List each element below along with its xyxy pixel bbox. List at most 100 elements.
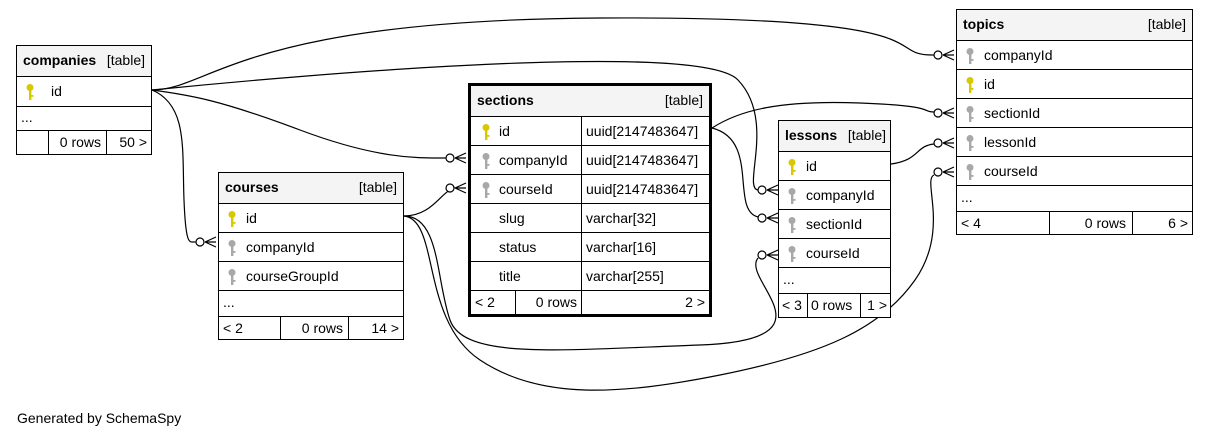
- column-row[interactable]: courseId: [957, 156, 1192, 185]
- column-row[interactable]: companyId: [779, 180, 890, 209]
- prev-link[interactable]: < 4: [961, 215, 981, 231]
- column-row[interactable]: courseId uuid[2147483647]: [471, 174, 709, 203]
- foreign-key-icon: [228, 269, 236, 285]
- column-row[interactable]: title varchar[255]: [471, 261, 709, 290]
- prev-link[interactable]: < 2: [475, 294, 495, 310]
- foreign-key-icon: [788, 246, 796, 262]
- column-name: id: [499, 123, 510, 139]
- column-type: varchar[255]: [586, 268, 664, 284]
- edge-courses-sections-crowfoot-marker: [454, 182, 467, 194]
- ellipsis: ...: [961, 189, 973, 205]
- table-courses[interactable]: courses [table] id companyId courseGroup…: [218, 172, 404, 340]
- foreign-key-icon: [966, 106, 974, 122]
- edge-companies-courses-zero-marker: [195, 237, 205, 247]
- column-name: companyId: [246, 239, 315, 255]
- table-header: sections [table]: [471, 86, 709, 116]
- edge-courses-lessons: [403, 215, 777, 351]
- row-count: 0 rows: [1084, 215, 1126, 231]
- edge-companies-sections-zero-marker: [445, 153, 455, 163]
- column-row[interactable]: companyId: [957, 40, 1192, 69]
- table-name: sections: [477, 92, 534, 108]
- row-count: 0 rows: [811, 297, 853, 313]
- column-name: lessonId: [984, 134, 1037, 150]
- prev-link[interactable]: < 2: [223, 320, 243, 336]
- primary-key-icon: [26, 84, 34, 100]
- column-row[interactable]: id: [779, 151, 890, 180]
- column-row[interactable]: sectionId: [779, 209, 890, 238]
- column-name: sectionId: [806, 216, 863, 232]
- column-row[interactable]: id: [219, 203, 403, 232]
- edge-lessons-topics: [890, 143, 935, 165]
- edge-sections-lessons-zero-marker: [757, 213, 767, 223]
- edge-companies-topics: [151, 17, 935, 91]
- table-companies[interactable]: companies [table] id ... 0 rows 50 >: [16, 45, 152, 155]
- foreign-key-icon: [966, 164, 974, 180]
- table-name: courses: [225, 179, 279, 195]
- pagination-row: < 2 0 rows 2 >: [471, 290, 709, 314]
- foreign-key-icon: [482, 153, 490, 169]
- pagination-row: < 2 0 rows 14 >: [219, 316, 403, 340]
- pagination-row: < 3 0 rows 1 >: [779, 293, 890, 317]
- foreign-key-icon: [788, 188, 796, 204]
- column-name: id: [246, 210, 257, 226]
- column-name: courseId: [806, 245, 860, 261]
- edge-companies-courses-crowfoot-marker: [204, 236, 217, 248]
- edge-lessons-topics-zero-marker: [933, 138, 943, 148]
- column-row[interactable]: id: [17, 76, 151, 106]
- table-header: topics [table]: [957, 10, 1192, 40]
- edge-sections-lessons-crowfoot-marker: [766, 212, 779, 224]
- next-link[interactable]: 14 >: [371, 320, 399, 336]
- column-type: uuid[2147483647]: [586, 181, 699, 197]
- edge-companies-courses: [151, 89, 197, 243]
- next-link[interactable]: 6 >: [1168, 215, 1188, 231]
- column-row[interactable]: courseGroupId: [219, 261, 403, 290]
- generated-by-footer: Generated by SchemaSpy: [17, 410, 182, 426]
- prev-link[interactable]: < 3: [782, 297, 802, 313]
- column-row[interactable]: status varchar[16]: [471, 232, 709, 261]
- ellipsis: ...: [783, 271, 795, 287]
- edge-courses-lessons-crowfoot-marker: [766, 249, 779, 261]
- ellipsis: ...: [223, 294, 235, 310]
- edge-courses-lessons-zero-marker: [757, 250, 767, 260]
- edge-courses-sections-zero-marker: [445, 183, 455, 193]
- table-lessons[interactable]: lessons [table] id companyId sectionId c…: [778, 120, 891, 318]
- table-name: lessons: [785, 127, 838, 143]
- next-link[interactable]: 2 >: [685, 294, 705, 310]
- table-sections[interactable]: sections [table] id uuid[2147483647] com…: [468, 83, 712, 317]
- foreign-key-icon: [228, 240, 236, 256]
- column-name: id: [984, 76, 995, 92]
- edge-courses-sections: [403, 186, 455, 217]
- edge-sections-topics-zero-marker: [933, 108, 943, 118]
- column-name: courseId: [499, 181, 553, 197]
- column-type: varchar[16]: [586, 239, 657, 255]
- table-name: topics: [963, 16, 1005, 32]
- column-type: varchar[32]: [586, 210, 657, 226]
- edge-courses-topics-zero-marker: [933, 167, 943, 177]
- column-name: courseId: [984, 163, 1038, 179]
- table-type-tag: [table]: [664, 92, 703, 108]
- column-name: companyId: [806, 187, 875, 203]
- column-name: courseGroupId: [246, 268, 339, 284]
- next-link[interactable]: 1 >: [867, 297, 887, 313]
- next-link[interactable]: 50 >: [119, 134, 147, 150]
- column-row[interactable]: companyId: [219, 232, 403, 261]
- column-row[interactable]: courseId: [779, 238, 890, 267]
- column-row[interactable]: slug varchar[32]: [471, 203, 709, 232]
- edge-sections-lessons: [711, 127, 759, 218]
- edge-companies-lessons-zero-marker: [757, 185, 767, 195]
- edge-courses-topics-crowfoot-marker: [942, 166, 955, 178]
- column-name: sectionId: [984, 105, 1041, 121]
- foreign-key-icon: [966, 135, 974, 151]
- table-name: companies: [23, 52, 97, 68]
- edge-companies-topics-zero-marker: [933, 50, 943, 60]
- column-row[interactable]: companyId uuid[2147483647]: [471, 145, 709, 174]
- column-row[interactable]: id uuid[2147483647]: [471, 116, 709, 145]
- table-header: companies [table]: [17, 46, 151, 76]
- column-row[interactable]: sectionId: [957, 98, 1192, 127]
- table-topics[interactable]: topics [table] companyId id sectionId le…: [956, 9, 1193, 235]
- column-row[interactable]: lessonId: [957, 127, 1192, 156]
- column-name: status: [499, 239, 537, 255]
- column-row[interactable]: id: [957, 69, 1192, 98]
- edge-lessons-topics-crowfoot-marker: [942, 137, 955, 149]
